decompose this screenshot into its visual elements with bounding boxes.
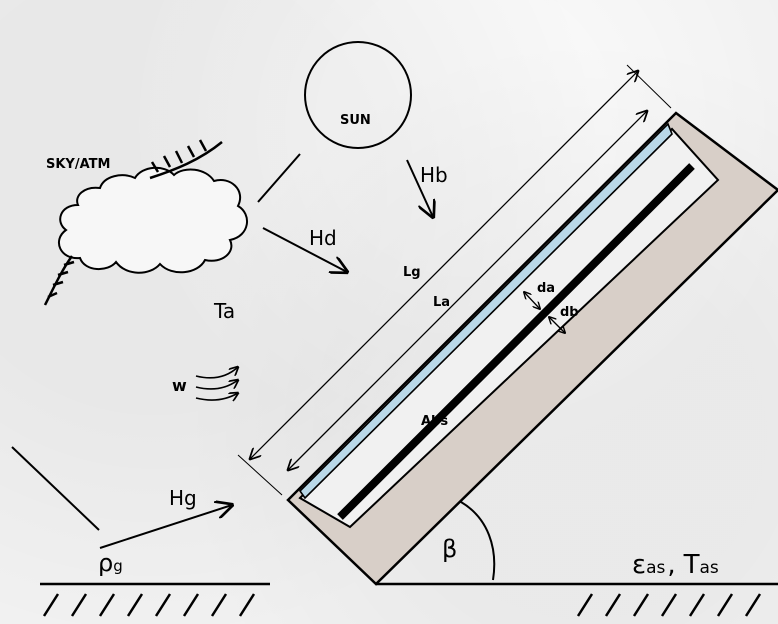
ground-reflect-line xyxy=(11,446,100,531)
wind-arrows xyxy=(195,367,238,400)
hg-label: Hg xyxy=(169,486,197,510)
sky-cloud xyxy=(58,166,248,274)
beta-label: β xyxy=(442,535,457,563)
lg-ext-1 xyxy=(237,454,283,496)
lg-label: Lg xyxy=(403,265,421,280)
ground-right xyxy=(376,582,778,617)
da-dimension xyxy=(524,292,540,309)
rho-label: ρg xyxy=(98,549,123,577)
hd-label: Hd xyxy=(309,226,337,250)
ground-left xyxy=(40,582,270,617)
db-label: db xyxy=(560,305,579,320)
collector-cavity xyxy=(298,127,720,529)
lg-ext-2 xyxy=(626,64,672,109)
sun-circle xyxy=(304,41,412,149)
abs-label: Abs xyxy=(421,414,448,429)
hb-label: Hb xyxy=(420,163,448,187)
la-label: La xyxy=(433,295,450,310)
db-dimension xyxy=(549,317,565,333)
wind-label: w xyxy=(172,376,187,395)
hg-arrow xyxy=(99,505,232,549)
sky-label: SKY/ATM xyxy=(46,157,110,172)
sun-label: SUN xyxy=(340,113,371,128)
ta-label: Ta xyxy=(213,299,235,323)
sky-sun-line xyxy=(257,153,301,203)
eps-t-label: εas,Tas xyxy=(632,550,719,580)
absorber-plate xyxy=(337,163,695,520)
da-label: da xyxy=(537,281,555,296)
la-dimension xyxy=(288,111,647,470)
beta-arc xyxy=(460,501,496,581)
sky-hatch xyxy=(43,139,223,306)
